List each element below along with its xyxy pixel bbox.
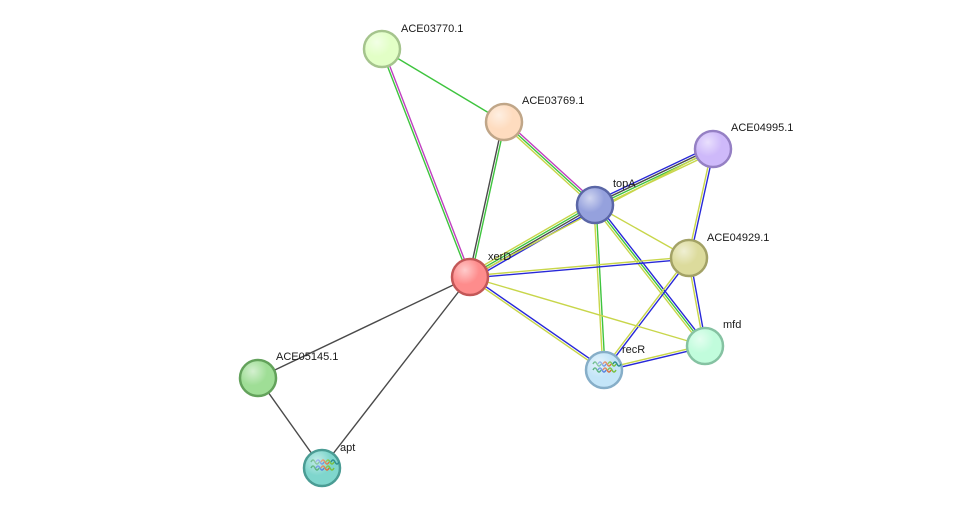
edge-ACE03769.1-topA[interactable] — [502, 119, 597, 208]
node-label: recR — [622, 344, 645, 356]
edge-evidence-line — [321, 276, 471, 469]
edge-evidence-line — [257, 276, 471, 379]
edge-xerD-apt[interactable] — [321, 276, 471, 469]
edge-evidence-line — [381, 48, 505, 123]
edge-ACE03770.1-ACE03769.1[interactable] — [381, 48, 505, 123]
node-ACE03770.1[interactable]: ACE03770.1 — [362, 23, 463, 69]
edge-evidence-line — [469, 203, 595, 277]
edge-evidence-line — [502, 123, 594, 208]
edge-evidence-line — [470, 258, 690, 279]
node-ACE03769.1[interactable]: ACE03769.1 — [484, 95, 584, 142]
edge-evidence-line — [604, 258, 691, 372]
edge-evidence-line — [469, 276, 706, 347]
node-highlight — [672, 241, 706, 275]
node-highlight — [487, 105, 521, 139]
node-label: mfd — [723, 319, 741, 331]
node-label: apt — [340, 442, 355, 454]
node-highlight — [578, 188, 612, 222]
node-ACE04995.1[interactable]: ACE04995.1 — [693, 122, 793, 169]
edge-xerD-recR[interactable] — [468, 275, 606, 372]
edge-evidence-line — [468, 121, 504, 277]
edge-evidence-line — [593, 145, 712, 203]
node-highlight — [696, 132, 730, 166]
edge-evidence-line — [594, 147, 713, 205]
edge-xerD-mfd[interactable] — [469, 276, 706, 347]
edge-ACE03769.1-xerD[interactable] — [468, 121, 506, 278]
node-apt[interactable]: apt — [302, 442, 355, 488]
node-highlight — [688, 329, 722, 363]
edge-ACE04929.1-recR[interactable] — [602, 256, 691, 372]
node-xerD[interactable]: xerD — [450, 251, 511, 297]
edge-evidence-line — [380, 49, 470, 278]
node-label: ACE04995.1 — [731, 122, 793, 134]
edge-evidence-line — [593, 205, 604, 371]
edge-evidence-line — [470, 275, 606, 370]
node-ACE04929.1[interactable]: ACE04929.1 — [669, 232, 769, 278]
node-highlight — [241, 361, 275, 395]
edge-evidence-line — [505, 119, 597, 204]
edge-evidence-line — [470, 122, 506, 278]
edge-xerD-ACE05145.1[interactable] — [257, 276, 471, 379]
node-highlight — [453, 260, 487, 294]
node-label: ACE03769.1 — [522, 95, 584, 107]
node-label: ACE03770.1 — [401, 23, 463, 35]
edge-evidence-line — [503, 121, 596, 206]
edge-topA-mfd[interactable] — [592, 203, 708, 348]
edge-evidence-line — [596, 203, 708, 346]
node-label: xerD — [488, 251, 511, 263]
node-mfd[interactable]: mfd — [685, 319, 741, 366]
node-ACE05145.1[interactable]: ACE05145.1 — [238, 351, 338, 398]
node-recR[interactable]: recR — [584, 344, 645, 390]
node-topA[interactable]: topA — [575, 178, 636, 225]
edge-evidence-line — [602, 256, 689, 370]
node-highlight — [365, 32, 399, 66]
edge-ACE03770.1-xerD[interactable] — [380, 48, 472, 278]
edge-evidence-line — [594, 204, 706, 347]
edge-evidence-line — [469, 256, 689, 277]
node-highlight — [587, 353, 621, 387]
edge-evidence-line — [468, 277, 604, 372]
node-label: topA — [613, 178, 636, 190]
edge-evidence-line — [592, 205, 704, 348]
edge-topA-recR[interactable] — [593, 204, 606, 371]
node-label: ACE05145.1 — [276, 351, 338, 363]
edge-evidence-line — [382, 48, 472, 277]
edge-evidence-line — [595, 204, 606, 370]
edge-evidence-line — [468, 201, 594, 275]
node-label: ACE04929.1 — [707, 232, 769, 244]
edge-layer — [257, 48, 715, 469]
edge-ACE04929.1-xerD[interactable] — [469, 256, 690, 279]
node-highlight — [305, 451, 339, 485]
